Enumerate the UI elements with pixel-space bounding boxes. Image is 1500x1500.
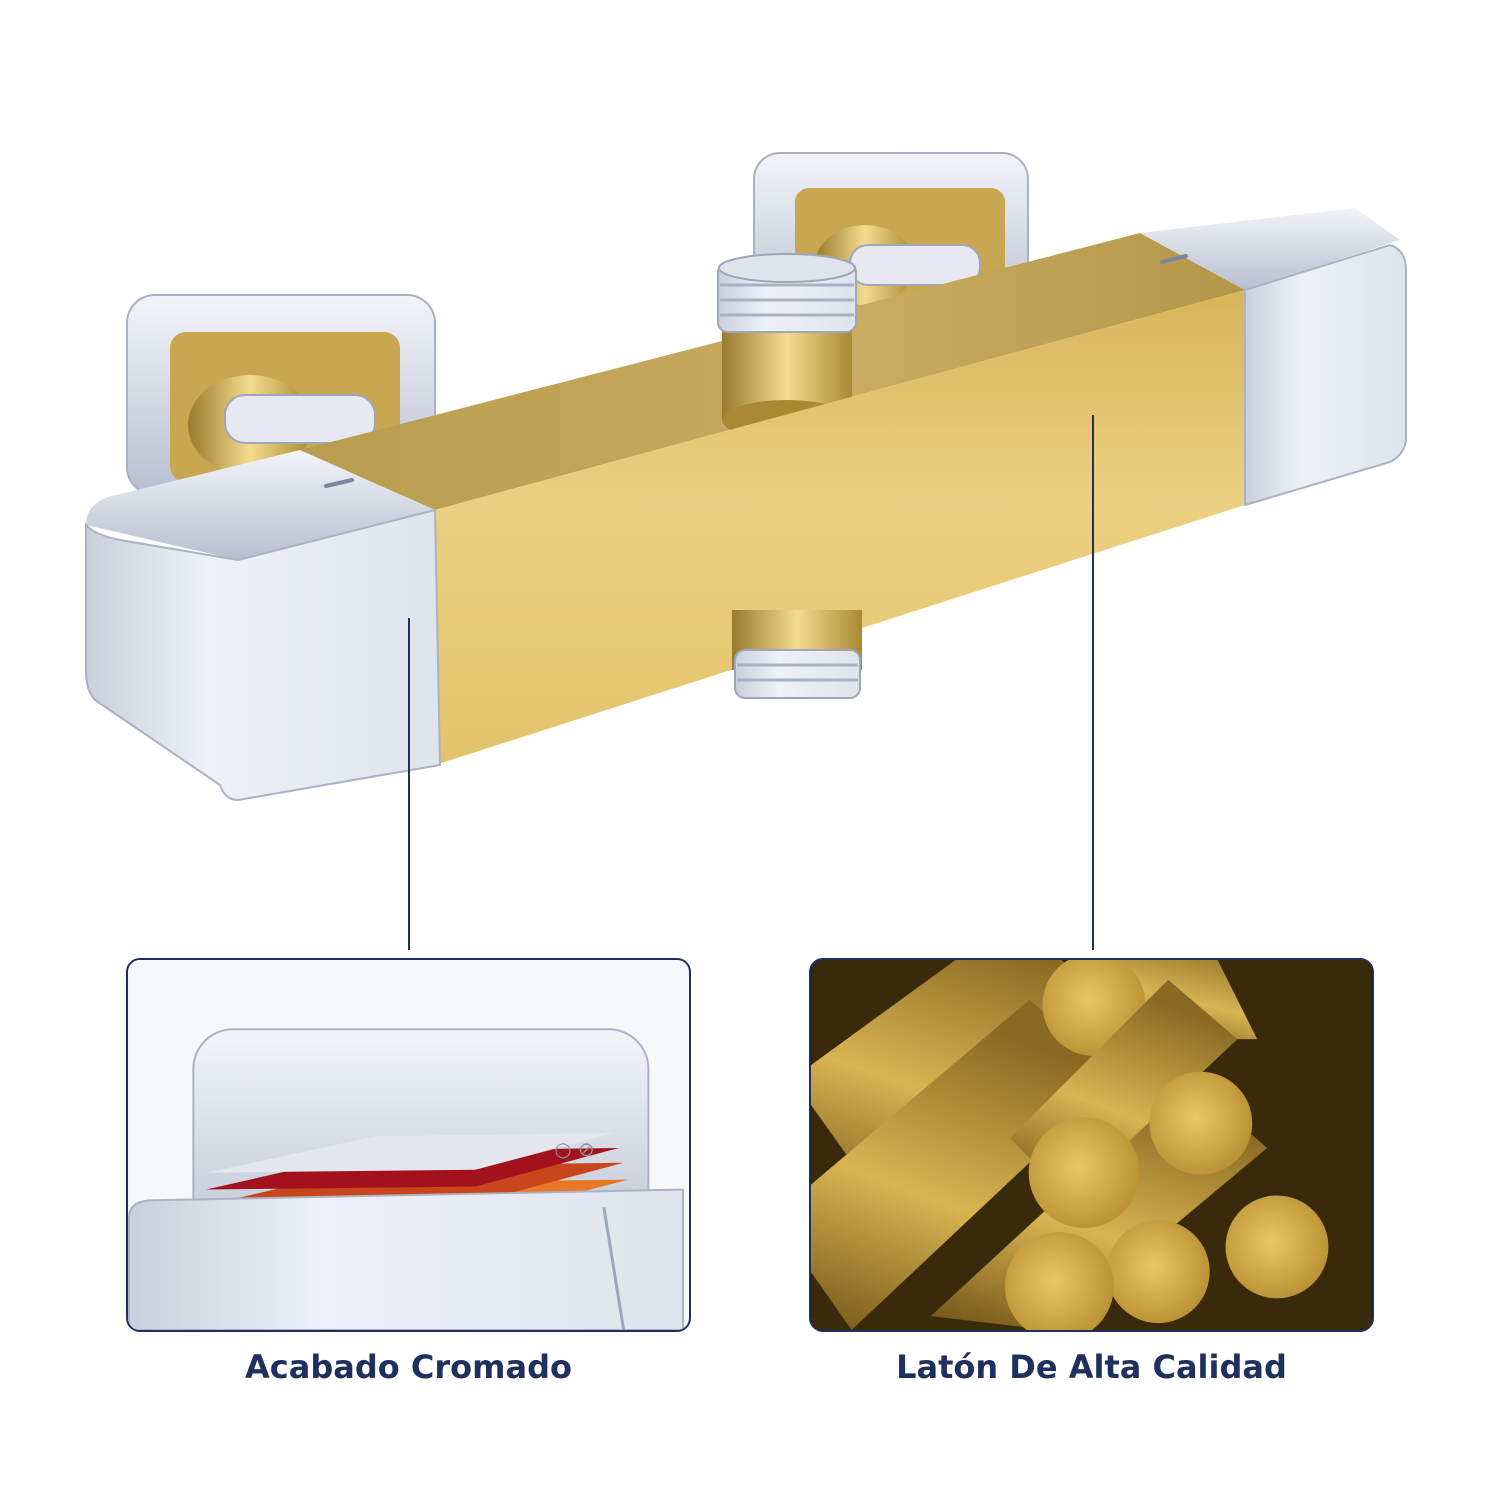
- thermostatic-mixer-illustration: [85, 152, 1407, 958]
- chrome-finish-inset: ○ ⊘: [126, 958, 691, 1332]
- brass-rods-inset: [809, 958, 1374, 1332]
- bottom-outlet-fitting: [732, 610, 862, 699]
- caption-chrome-finish: Acabado Cromado: [245, 1348, 572, 1386]
- caption-brass-quality: Latón De Alta Calidad: [896, 1348, 1287, 1386]
- svg-text:○ ⊘: ○ ⊘: [554, 1138, 594, 1161]
- left-chrome-handle: [85, 450, 442, 802]
- body-front-face: [435, 290, 1245, 765]
- brass-rods-illustration: [811, 960, 1371, 1330]
- right-chrome-handle: [1140, 208, 1407, 507]
- brass-rod-bundle: [811, 960, 1329, 1330]
- chrome-layers-illustration: ○ ⊘: [128, 960, 688, 1330]
